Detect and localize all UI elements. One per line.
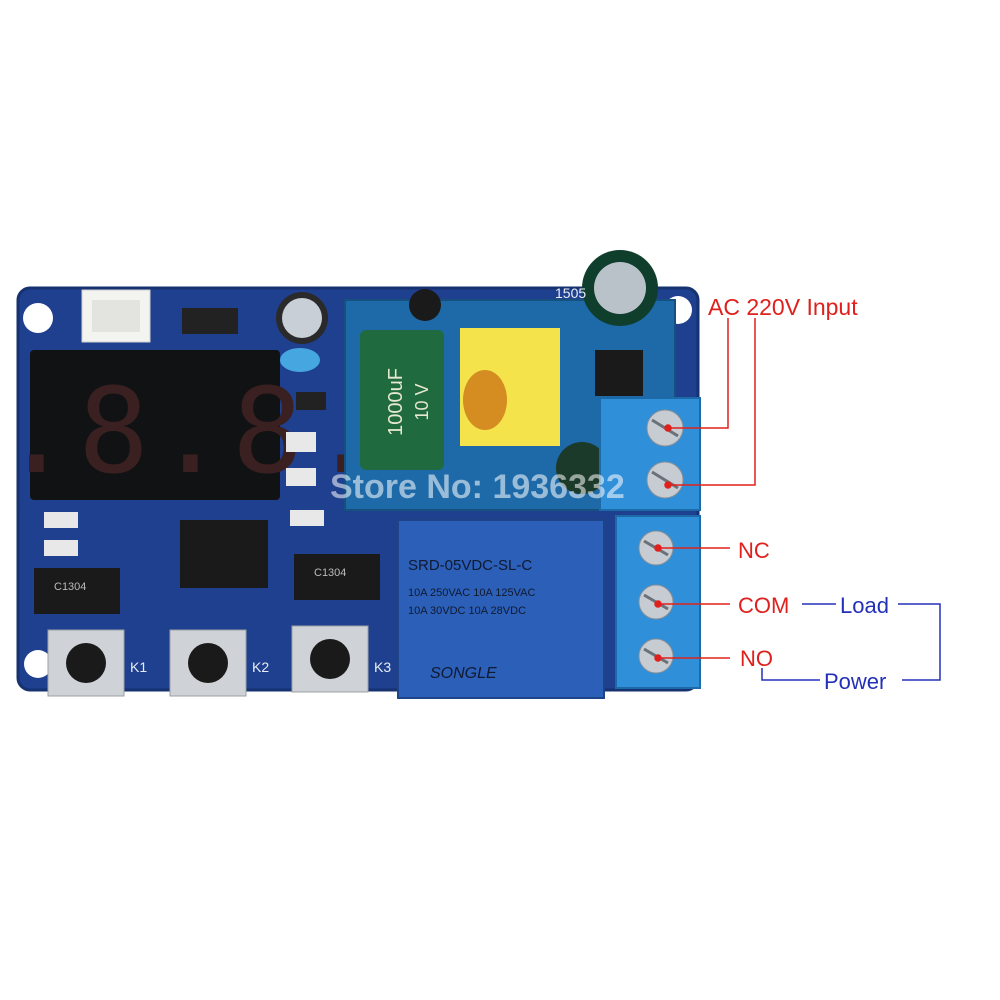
button-k2[interactable]: K2: [169, 629, 269, 697]
mount-hole-top-left: [23, 303, 53, 333]
button-k2-label: K2: [252, 659, 269, 675]
button-k1-label: K1: [130, 659, 147, 675]
capacitor-value: 1000uF: [385, 368, 407, 436]
large-capacitor: [360, 330, 444, 470]
display-digits: 8.8.8.: [0, 362, 386, 500]
input-terminal-block: [599, 397, 701, 511]
optocoupler-left: C1304: [34, 568, 120, 614]
board-code: 1505: [555, 285, 586, 301]
button-k3-label: K3: [374, 659, 391, 675]
optocoupler-right: C1304: [294, 554, 380, 600]
no-label: NO: [740, 646, 773, 671]
smd-components: [44, 308, 326, 556]
button-k3[interactable]: K3: [291, 625, 391, 693]
blue-callout-lines: [761, 603, 941, 681]
ac-input-label: AC 220V Input: [708, 294, 858, 320]
relay-rating-1: 10A 250VAC 10A 125VAC: [408, 587, 535, 599]
ic-label-right: C1304: [314, 567, 346, 579]
capacitor-voltage: 10 V: [412, 383, 432, 420]
relay-rating-2: 10A 30VDC 10A 28VDC: [408, 605, 526, 617]
jst-connector: [81, 289, 151, 343]
seven-segment-display: 8.8.8.: [0, 350, 386, 500]
microcontroller-chip: [180, 520, 268, 588]
relay: SRD-05VDC-SL-C 10A 250VAC 10A 125VAC 10A…: [397, 519, 605, 699]
com-label: COM: [738, 593, 790, 618]
relay-brand: SONGLE: [430, 665, 497, 682]
load-label: Load: [840, 593, 889, 618]
button-k1[interactable]: K1: [47, 629, 147, 697]
small-capacitor: [276, 292, 328, 372]
ic-label-left: C1304: [54, 581, 86, 593]
red-callout-lines: [654, 318, 756, 662]
power-label: Power: [824, 669, 887, 694]
mount-hole-bottom-left: [24, 650, 52, 678]
relay-model: SRD-05VDC-SL-C: [408, 557, 532, 574]
watermark-text: Store No: 1936332: [330, 468, 625, 506]
nc-label: NC: [738, 538, 770, 563]
